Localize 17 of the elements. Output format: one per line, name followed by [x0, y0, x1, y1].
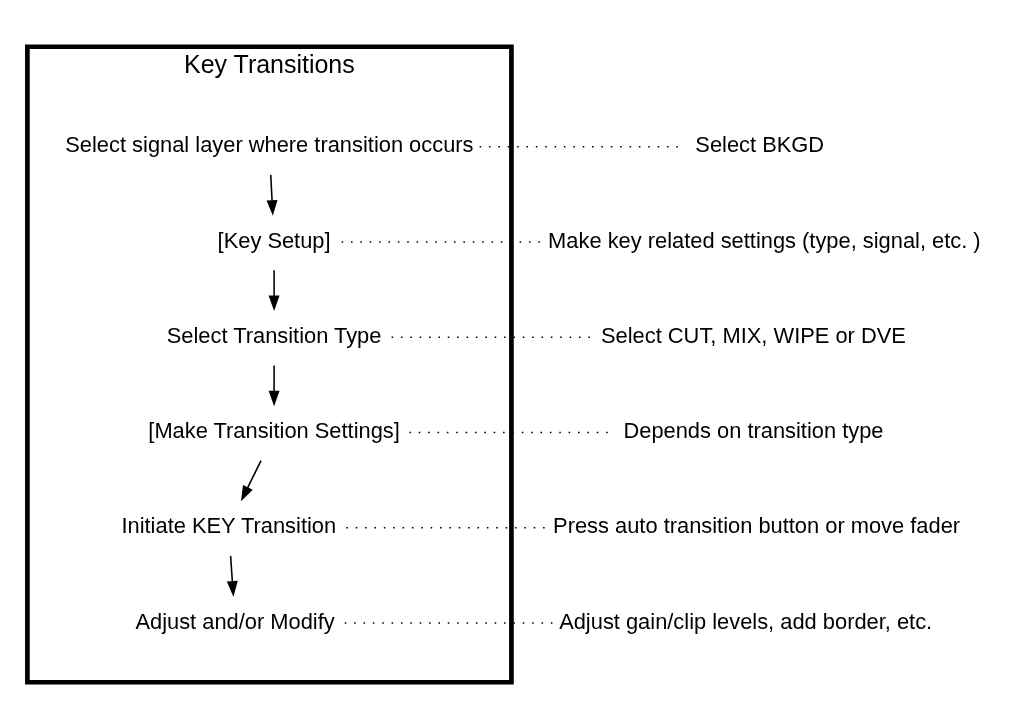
node-text: Depends on transition type	[623, 417, 884, 443]
node-text: Press auto transition button or move fader	[553, 512, 961, 538]
node-text: Select Transition Type	[166, 322, 382, 348]
node-text: Adjust and/or Modify	[135, 608, 335, 634]
arrow	[268, 268, 280, 311]
node-text: Make key related settings (type, signal, etc. )	[548, 227, 981, 253]
arrow	[266, 173, 278, 216]
arrow	[226, 554, 238, 597]
node-text: Select signal layer where transition occurs	[65, 131, 474, 157]
node-text: [Key Setup]	[217, 227, 331, 253]
node-text: [Make Transition Settings]	[148, 417, 400, 443]
node-text: Initiate KEY Transition	[121, 512, 337, 538]
node-text: Select BKGD	[695, 131, 825, 157]
arrow	[241, 459, 262, 501]
node-text: Adjust gain/clip levels, add border, etc.	[559, 608, 933, 634]
node-text: Select CUT, MIX, WIPE or DVE	[601, 322, 906, 348]
arrow	[268, 364, 280, 406]
